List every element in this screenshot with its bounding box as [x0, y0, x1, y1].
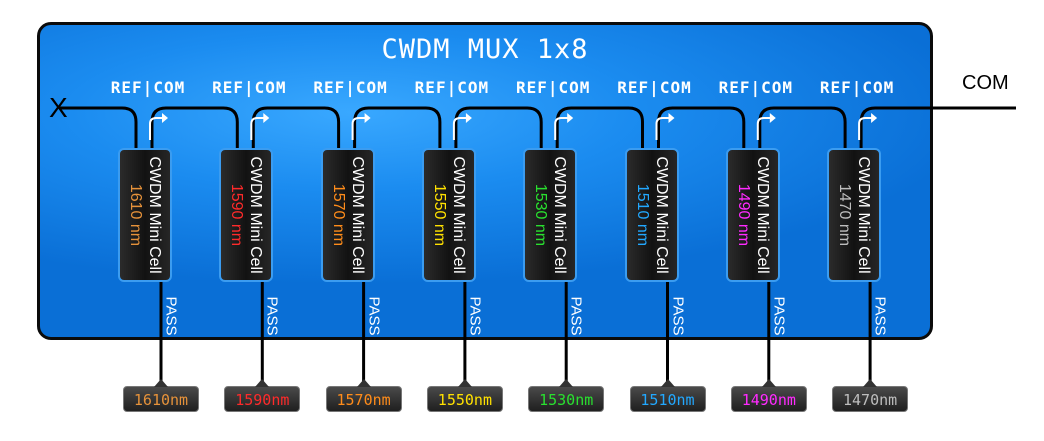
ref-com-label: REF|COM — [819, 78, 895, 97]
return-arrow-icon — [149, 117, 164, 140]
cell-wavelength: 1510 nm — [633, 183, 651, 247]
pass-label: PASS — [263, 296, 281, 336]
ref-com-label: REF|COM — [212, 78, 287, 97]
return-arrow-icon — [554, 117, 570, 140]
output-wavelength-label: 1530nm — [528, 379, 605, 412]
arrow-head-icon — [871, 113, 878, 123]
arrow-head-icon — [567, 113, 574, 123]
fiber-loop — [555, 106, 644, 148]
ref-com-label: REF|COM — [718, 78, 794, 97]
output-wavelength-label: 1570nm — [325, 379, 402, 412]
mux-panel — [37, 22, 933, 340]
cell-wavelength: 1530 nm — [532, 183, 550, 247]
return-arrow-icon — [452, 117, 468, 140]
diagram-title: CWDM MUX 1x8 — [381, 34, 589, 65]
ref-com-label: REF|COM — [515, 78, 591, 97]
ref-com-label: REF|COM — [110, 78, 186, 97]
pass-label: PASS — [162, 296, 180, 336]
output-wavelength-label: 1470nm — [832, 379, 909, 412]
return-arrow-icon — [351, 117, 367, 140]
ref-com-label: REF|COM — [313, 78, 388, 97]
fiber-loop — [758, 106, 847, 148]
pass-label: PASS — [365, 296, 383, 336]
arrow-head-icon — [668, 113, 675, 123]
arrow-head-icon — [769, 113, 776, 123]
cell-name: CWDM Mini Cell — [247, 156, 265, 274]
pass-label: PASS — [770, 296, 788, 336]
cell-name: CWDM Mini Cell — [551, 156, 569, 274]
return-arrow-icon — [756, 117, 772, 140]
pass-label: PASS — [567, 296, 585, 336]
arrow-head-icon — [263, 113, 270, 123]
ref-com-label: REF|COM — [617, 78, 692, 97]
cell-name: CWDM Mini Cell — [652, 156, 670, 274]
cell-name: CWDM Mini Cell — [146, 156, 163, 274]
cell-wavelength: 1610 nm — [127, 183, 144, 247]
fiber-loop — [353, 106, 442, 148]
cell-name: CWDM Mini Cell — [855, 156, 873, 274]
cell-wavelength: 1490 nm — [734, 183, 752, 247]
arrow-head-icon — [465, 113, 472, 123]
fiber-loop — [657, 106, 746, 148]
cell-wavelength: 1570 nm — [329, 183, 347, 247]
fiber-loop — [251, 106, 341, 148]
ref-com-label: REF|COM — [414, 78, 490, 97]
return-arrow-icon — [858, 117, 874, 140]
pass-label: PASS — [466, 296, 484, 336]
cell-name: CWDM Mini Cell — [348, 156, 366, 274]
arrow-head-icon — [162, 113, 168, 123]
output-wavelength-label: 1590nm — [224, 379, 301, 412]
pass-label: PASS — [669, 296, 686, 336]
arrow-head-icon — [364, 113, 371, 123]
return-arrow-icon — [655, 117, 671, 140]
output-wavelength-label: 1510nm — [629, 379, 706, 412]
output-wavelength-label: 1490nm — [730, 379, 807, 412]
cell-wavelength: 1590 nm — [228, 183, 246, 247]
fiber-loop — [454, 106, 543, 148]
fiber-loop — [150, 106, 239, 148]
com-port-label: COM — [962, 72, 1009, 94]
return-arrow-icon — [250, 117, 266, 140]
com-line — [859, 106, 1016, 148]
terminator-x-mark: X — [49, 92, 68, 123]
cell-name: CWDM Mini Cell — [449, 156, 467, 274]
cell-name: CWDM Mini Cell — [753, 156, 771, 274]
output-wavelength-label: 1550nm — [426, 379, 503, 412]
output-wavelength-label: 1610nm — [123, 379, 199, 412]
cell-wavelength: 1470 nm — [836, 183, 854, 247]
pass-label: PASS — [871, 296, 889, 336]
cell-wavelength: 1550 nm — [430, 183, 448, 247]
ref-line-to-terminator — [60, 106, 138, 148]
